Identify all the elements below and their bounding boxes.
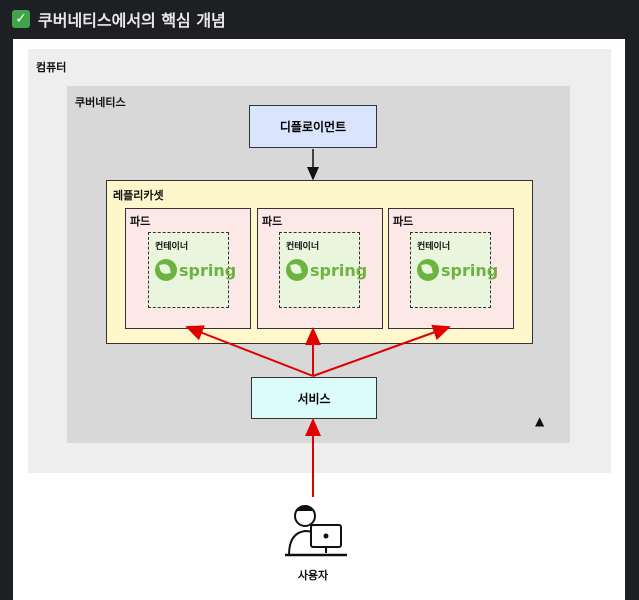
deployment-box: 디플로이먼트 <box>249 105 377 148</box>
container-label: 컨테이너 <box>155 242 189 252</box>
page-header: ✓ 쿠버네티스에서의 핵심 개념 <box>12 8 226 30</box>
spring-logo: spring <box>155 259 236 281</box>
container-box: 컨테이너 spring <box>148 232 236 308</box>
spring-logo: spring <box>417 259 498 281</box>
spring-logo-text: spring <box>179 260 237 280</box>
connector-arrows <box>185 149 451 557</box>
container-box: 컨테이너 spring <box>279 232 367 308</box>
computer-label: 컴퓨터 <box>36 61 67 74</box>
diagram-canvas: 컴퓨터 쿠버네티스 디플로이먼트 레플리카셋 파드 컨테이너 spring 파드… <box>13 39 625 600</box>
spring-logo-text: spring <box>441 260 499 280</box>
spring-leaf-icon <box>417 259 439 281</box>
spring-leaf-icon <box>286 259 308 281</box>
service-label: 서비스 <box>297 391 331 406</box>
pod-label: 파드 <box>262 215 283 228</box>
page-title: 쿠버네티스에서의 핵심 개념 <box>38 11 226 30</box>
user-at-computer-icon <box>285 505 347 557</box>
service-to-pod1-arrow <box>185 325 314 377</box>
checkmark-icon: ✓ <box>12 10 30 28</box>
user-label: 사용자 <box>297 569 329 582</box>
spring-logo: spring <box>286 259 367 281</box>
replicaset-label: 레플리카셋 <box>113 189 164 202</box>
pod-label: 파드 <box>393 215 414 228</box>
kubernetes-label: 쿠버네티스 <box>75 96 126 109</box>
pod-label: 파드 <box>130 215 151 228</box>
container-label: 컨테이너 <box>286 242 320 252</box>
mouse-cursor-icon: ▲ <box>535 414 545 428</box>
spring-logo-text: spring <box>310 260 368 280</box>
spring-leaf-icon <box>155 259 177 281</box>
service-to-pod3-arrow <box>312 324 451 377</box>
container-box: 컨테이너 spring <box>410 232 498 308</box>
service-box: 서비스 <box>251 377 377 419</box>
deployment-label: 디플로이먼트 <box>279 120 347 134</box>
container-label: 컨테이너 <box>417 242 451 252</box>
